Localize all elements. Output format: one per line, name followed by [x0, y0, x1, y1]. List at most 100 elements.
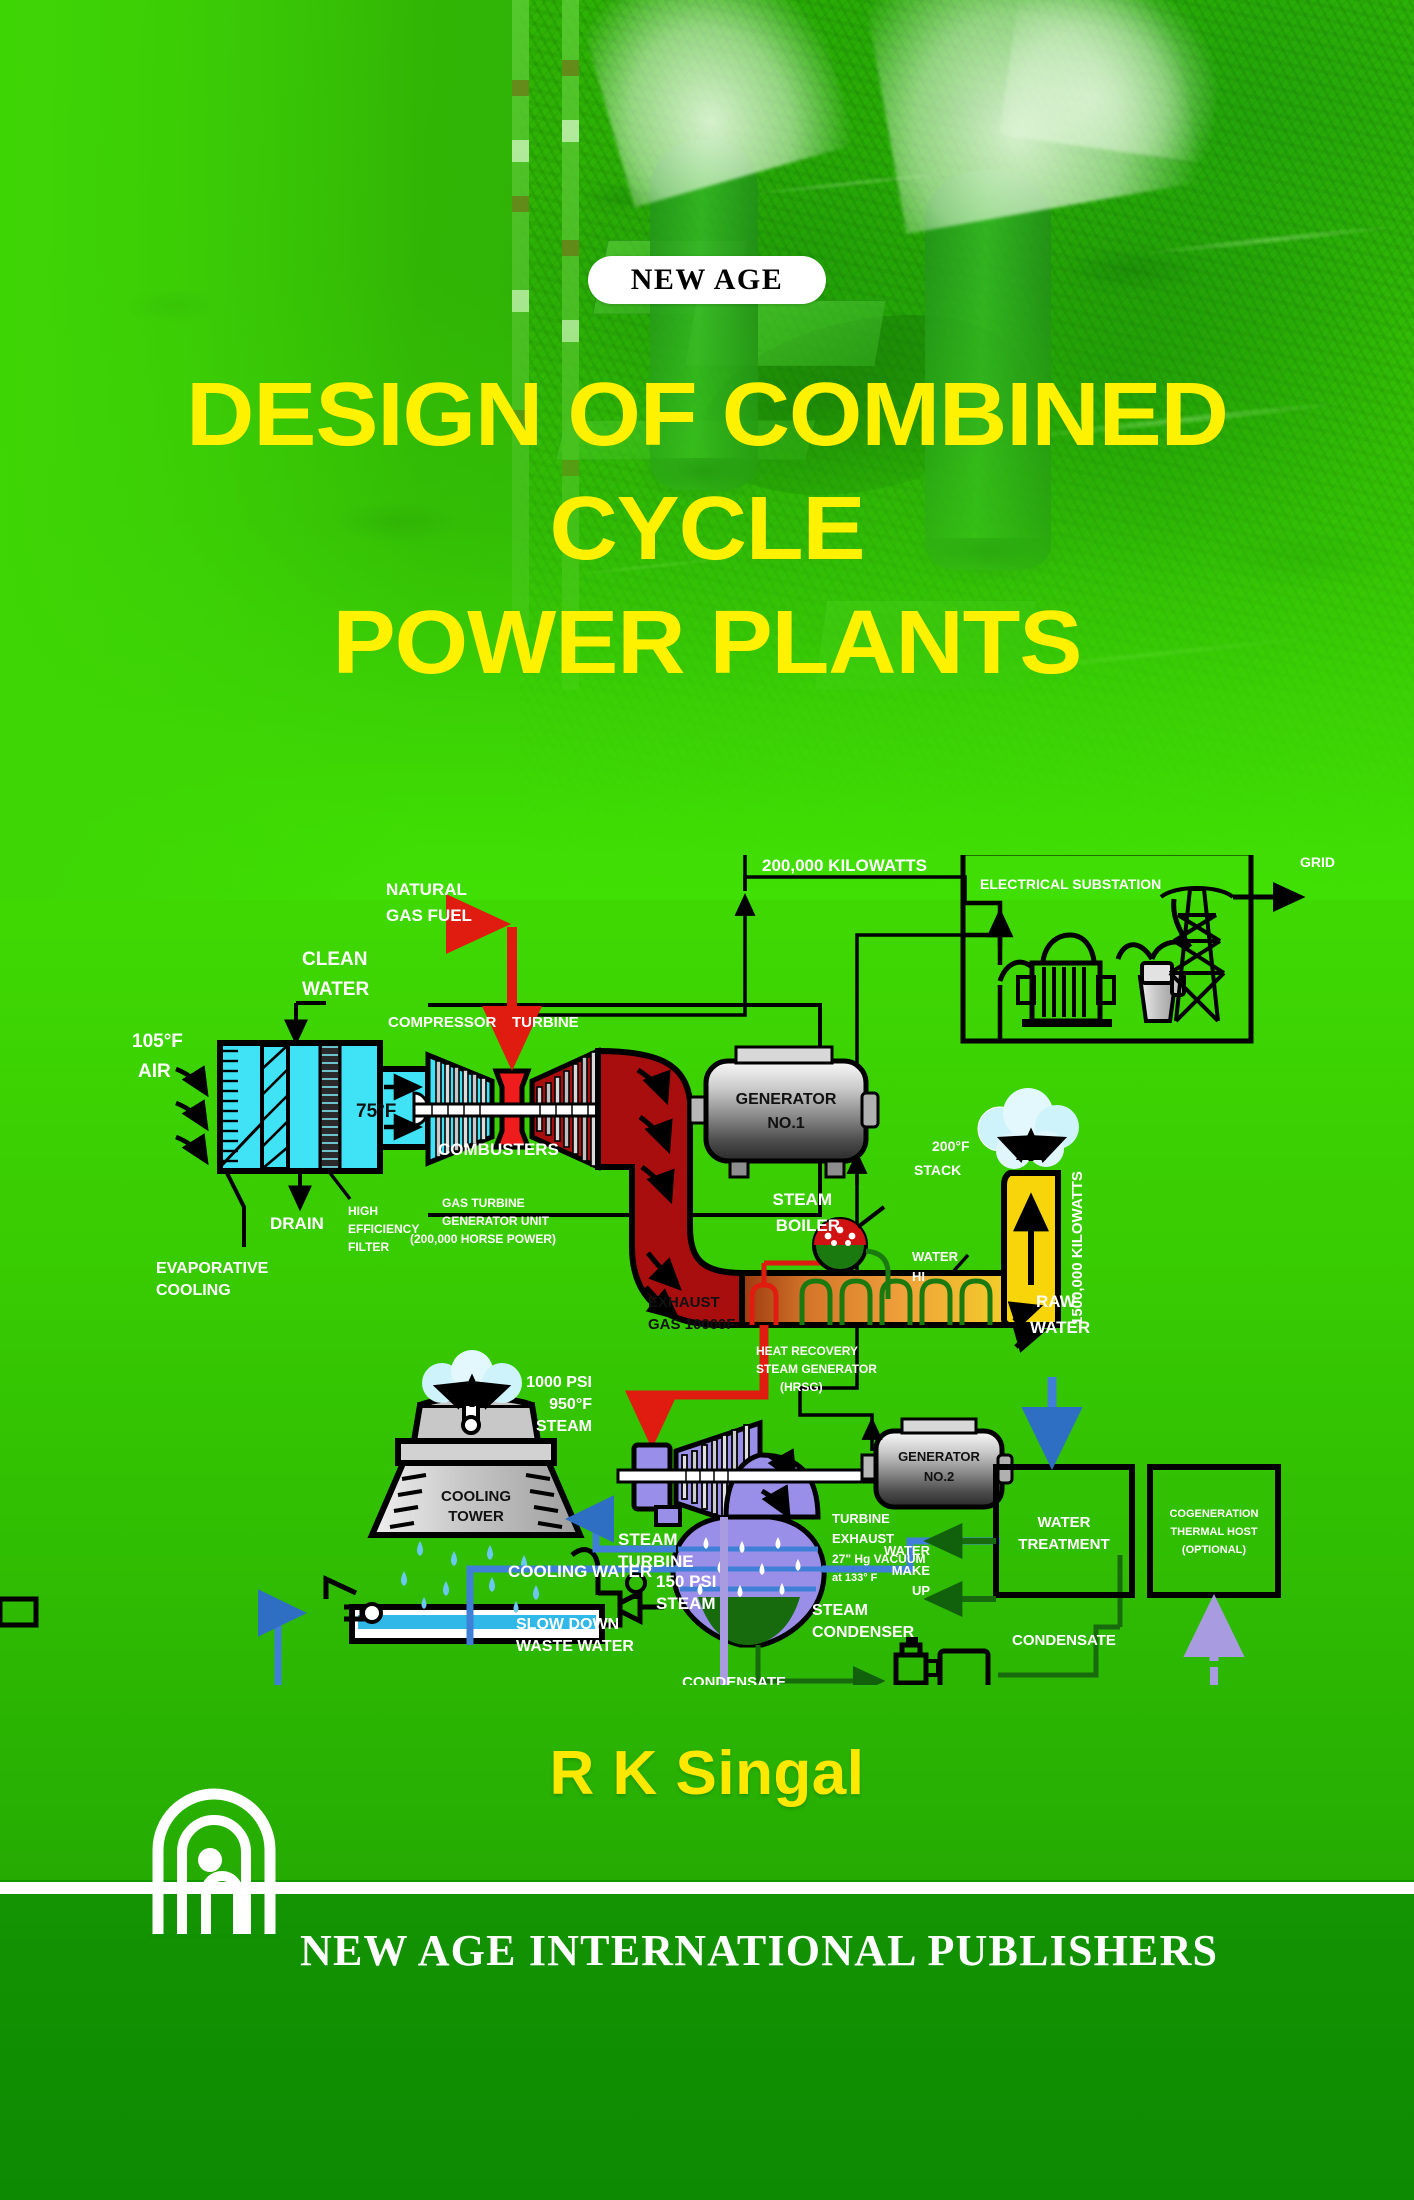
steam-boiler-label-1: STEAM — [773, 1190, 833, 1209]
steam-1000psi-label-2: 950°F — [549, 1396, 592, 1413]
cooling-tower-label-2: TOWER — [448, 1508, 504, 1525]
cooling-tower-plume — [422, 1350, 522, 1410]
gt-unit-label-1: GAS TURBINE — [442, 1196, 525, 1210]
generator-1-label-line1: GENERATOR — [736, 1091, 837, 1108]
air-label: AIR — [138, 1061, 171, 1082]
generator-no-1: GENERATOR NO.1 — [688, 1045, 880, 1179]
st-power-line — [800, 933, 965, 1390]
generator-2-label-line1: GENERATOR — [898, 1449, 980, 1464]
steam-150psi-label-2: STEAM — [656, 1594, 716, 1613]
gas-turbine-generator-unit — [412, 1003, 822, 1217]
new-age-badge-label: NEW AGE — [630, 263, 784, 296]
gt-unit-label-3: (200,000 HORSE POWER) — [410, 1232, 556, 1246]
cooling-tower: COOLING TOWER — [349, 1350, 605, 1644]
exhaust-stack — [977, 1088, 1079, 1353]
stack-temp-label: 200°F — [932, 1138, 970, 1154]
cooling-tower-label-1: COOLING — [441, 1488, 511, 1505]
page-title: DESIGN OF COMBINED CYCLE POWER PLANTS — [0, 365, 1414, 693]
condensate-pump — [893, 1637, 991, 1685]
natural-gas-label-2: GAS FUEL — [386, 906, 472, 925]
steam-boiler-label-2: BOILER — [776, 1216, 840, 1235]
hrsg-label-2: STEAM GENERATOR — [756, 1362, 877, 1376]
turbine-label: TURBINE — [512, 1014, 579, 1031]
clean-water-label-1: CLEAN — [302, 949, 367, 970]
turbine-exhaust-label-1: TURBINE — [832, 1511, 890, 1526]
evaporative-cooling-label-2: COOLING — [156, 1282, 231, 1299]
turbine-exhaust-label-2: EXHAUST — [832, 1531, 894, 1546]
hrsg-label-3: (HRSG) — [780, 1380, 823, 1394]
steam-drum — [812, 1205, 891, 1299]
steam-condenser-label-1: STEAM — [812, 1602, 868, 1619]
compressor-label: COMPRESSOR — [388, 1014, 497, 1031]
water-hi-label-2: HI — [912, 1269, 925, 1284]
ambient-air-arrows — [175, 1065, 209, 1166]
filter-label-1: HIGH — [348, 1204, 378, 1218]
electrical-substation: ELECTRICAL SUBSTATION — [960, 855, 1306, 1044]
generator-1-label-line2: NO.1 — [767, 1115, 804, 1132]
steam-turbine — [616, 1419, 876, 1535]
background-photo-power-plant — [0, 0, 1414, 900]
water-makeup-label-3: UP — [912, 1583, 930, 1598]
footer-divider — [0, 1882, 1414, 1894]
substation-label: ELECTRICAL SUBSTATION — [980, 876, 1161, 892]
steam-1000psi-label-1: 1000 PSI — [526, 1374, 592, 1391]
slow-down-label-2: WASTE WATER — [516, 1638, 634, 1655]
diagram-labels: 105°F AIR CLEAN WATER 75°F DRAIN HIGH EF… — [132, 856, 1116, 1685]
filter-label-2: EFFICIENCY — [348, 1222, 419, 1236]
process-steam-line — [720, 1517, 1218, 1685]
raw-water-label-2: WATER — [1030, 1318, 1090, 1337]
main-steam-line — [625, 1325, 769, 1449]
gt-unit-label-2: GENERATOR UNIT — [442, 1214, 550, 1228]
water-treatment-label-1: WATER — [1037, 1514, 1090, 1531]
steam-150psi-label-1: 150 PSI — [656, 1572, 717, 1591]
title-line-2: CYCLE — [549, 478, 865, 579]
water-treatment-box: WATER TREATMENT — [993, 1377, 1135, 1598]
steam-1000psi-label-3: STEAM — [536, 1418, 592, 1435]
stack-label: STACK — [914, 1162, 961, 1178]
new-age-badge: NEW AGE — [588, 256, 826, 304]
water-makeup-label-2: MAKE — [892, 1563, 931, 1578]
utility-grid-label-2: GRID — [1300, 855, 1335, 870]
cogen-label-2: THERMAL HOST — [1170, 1526, 1257, 1538]
drain-label: DRAIN — [270, 1214, 324, 1233]
filter-label-3: FILTER — [348, 1240, 389, 1254]
combusters-label: COMBUSTERS — [438, 1140, 559, 1159]
makeup-valve-left — [0, 1575, 383, 1628]
water-makeup-label-1: WATER — [884, 1543, 931, 1558]
condensate-label-right: CONDENSATE — [1012, 1632, 1116, 1649]
raw-water-makeup-line — [258, 1589, 307, 1685]
clean-water-label-2: WATER — [302, 979, 369, 1000]
stack-plume — [977, 1088, 1079, 1169]
exhaust-label-1: EXHAUST — [648, 1294, 720, 1311]
publisher-logo-icon — [148, 1788, 280, 1948]
inlet-temp-label: 75°F — [356, 1101, 396, 1122]
natural-gas-label-1: NATURAL — [386, 880, 467, 899]
evaporative-cooling-label-1: EVAPORATIVE — [156, 1260, 269, 1277]
condensate-line-left — [755, 1645, 886, 1685]
water-hi-label-1: WATER — [912, 1249, 959, 1264]
natural-gas-fuel-line — [445, 894, 542, 1071]
steam-turbine-label-2: TURBINE — [618, 1552, 694, 1571]
publisher-name: NEW AGE INTERNATIONAL PUBLISHERS — [300, 1926, 1219, 1975]
author-name: R K Singal — [549, 1739, 865, 1808]
water-makeup-arrows — [923, 1523, 996, 1617]
hrsg-label-1: HEAT RECOVERY — [756, 1344, 858, 1358]
turbine-exhaust-label-4: at 133° F — [832, 1572, 878, 1584]
gt-power-line — [523, 875, 967, 1017]
steam-turbine-label-1: STEAM — [618, 1530, 678, 1549]
title-line-1: DESIGN OF COMBINED — [186, 365, 1229, 465]
generator-no-2: GENERATOR NO.2 — [798, 1388, 1014, 1510]
combined-cycle-diagram: GENERATOR NO.1 — [0, 855, 1414, 1685]
title-line-3: POWER PLANTS — [332, 592, 1083, 693]
kilowatts-st-label: 1500,000 KILOWATTS — [1069, 1171, 1086, 1325]
air-temp-label: 105°F — [132, 1031, 183, 1052]
raw-water-label-1: RAW — [1036, 1292, 1077, 1311]
cooling-water-label: COOLING WATER — [508, 1562, 652, 1581]
steam-condenser-label-2: CONDENSER — [812, 1624, 915, 1641]
cogen-label-1: COGENERATION — [1169, 1508, 1258, 1520]
slow-down-label-1: SLOW DOWN — [516, 1616, 619, 1633]
exhaust-label-2: GAS 10000F — [648, 1316, 736, 1333]
air-inlet-filter-house — [217, 1040, 431, 1174]
turbine-exhaust-label-3: 27" Hg VACUUM — [832, 1552, 925, 1566]
